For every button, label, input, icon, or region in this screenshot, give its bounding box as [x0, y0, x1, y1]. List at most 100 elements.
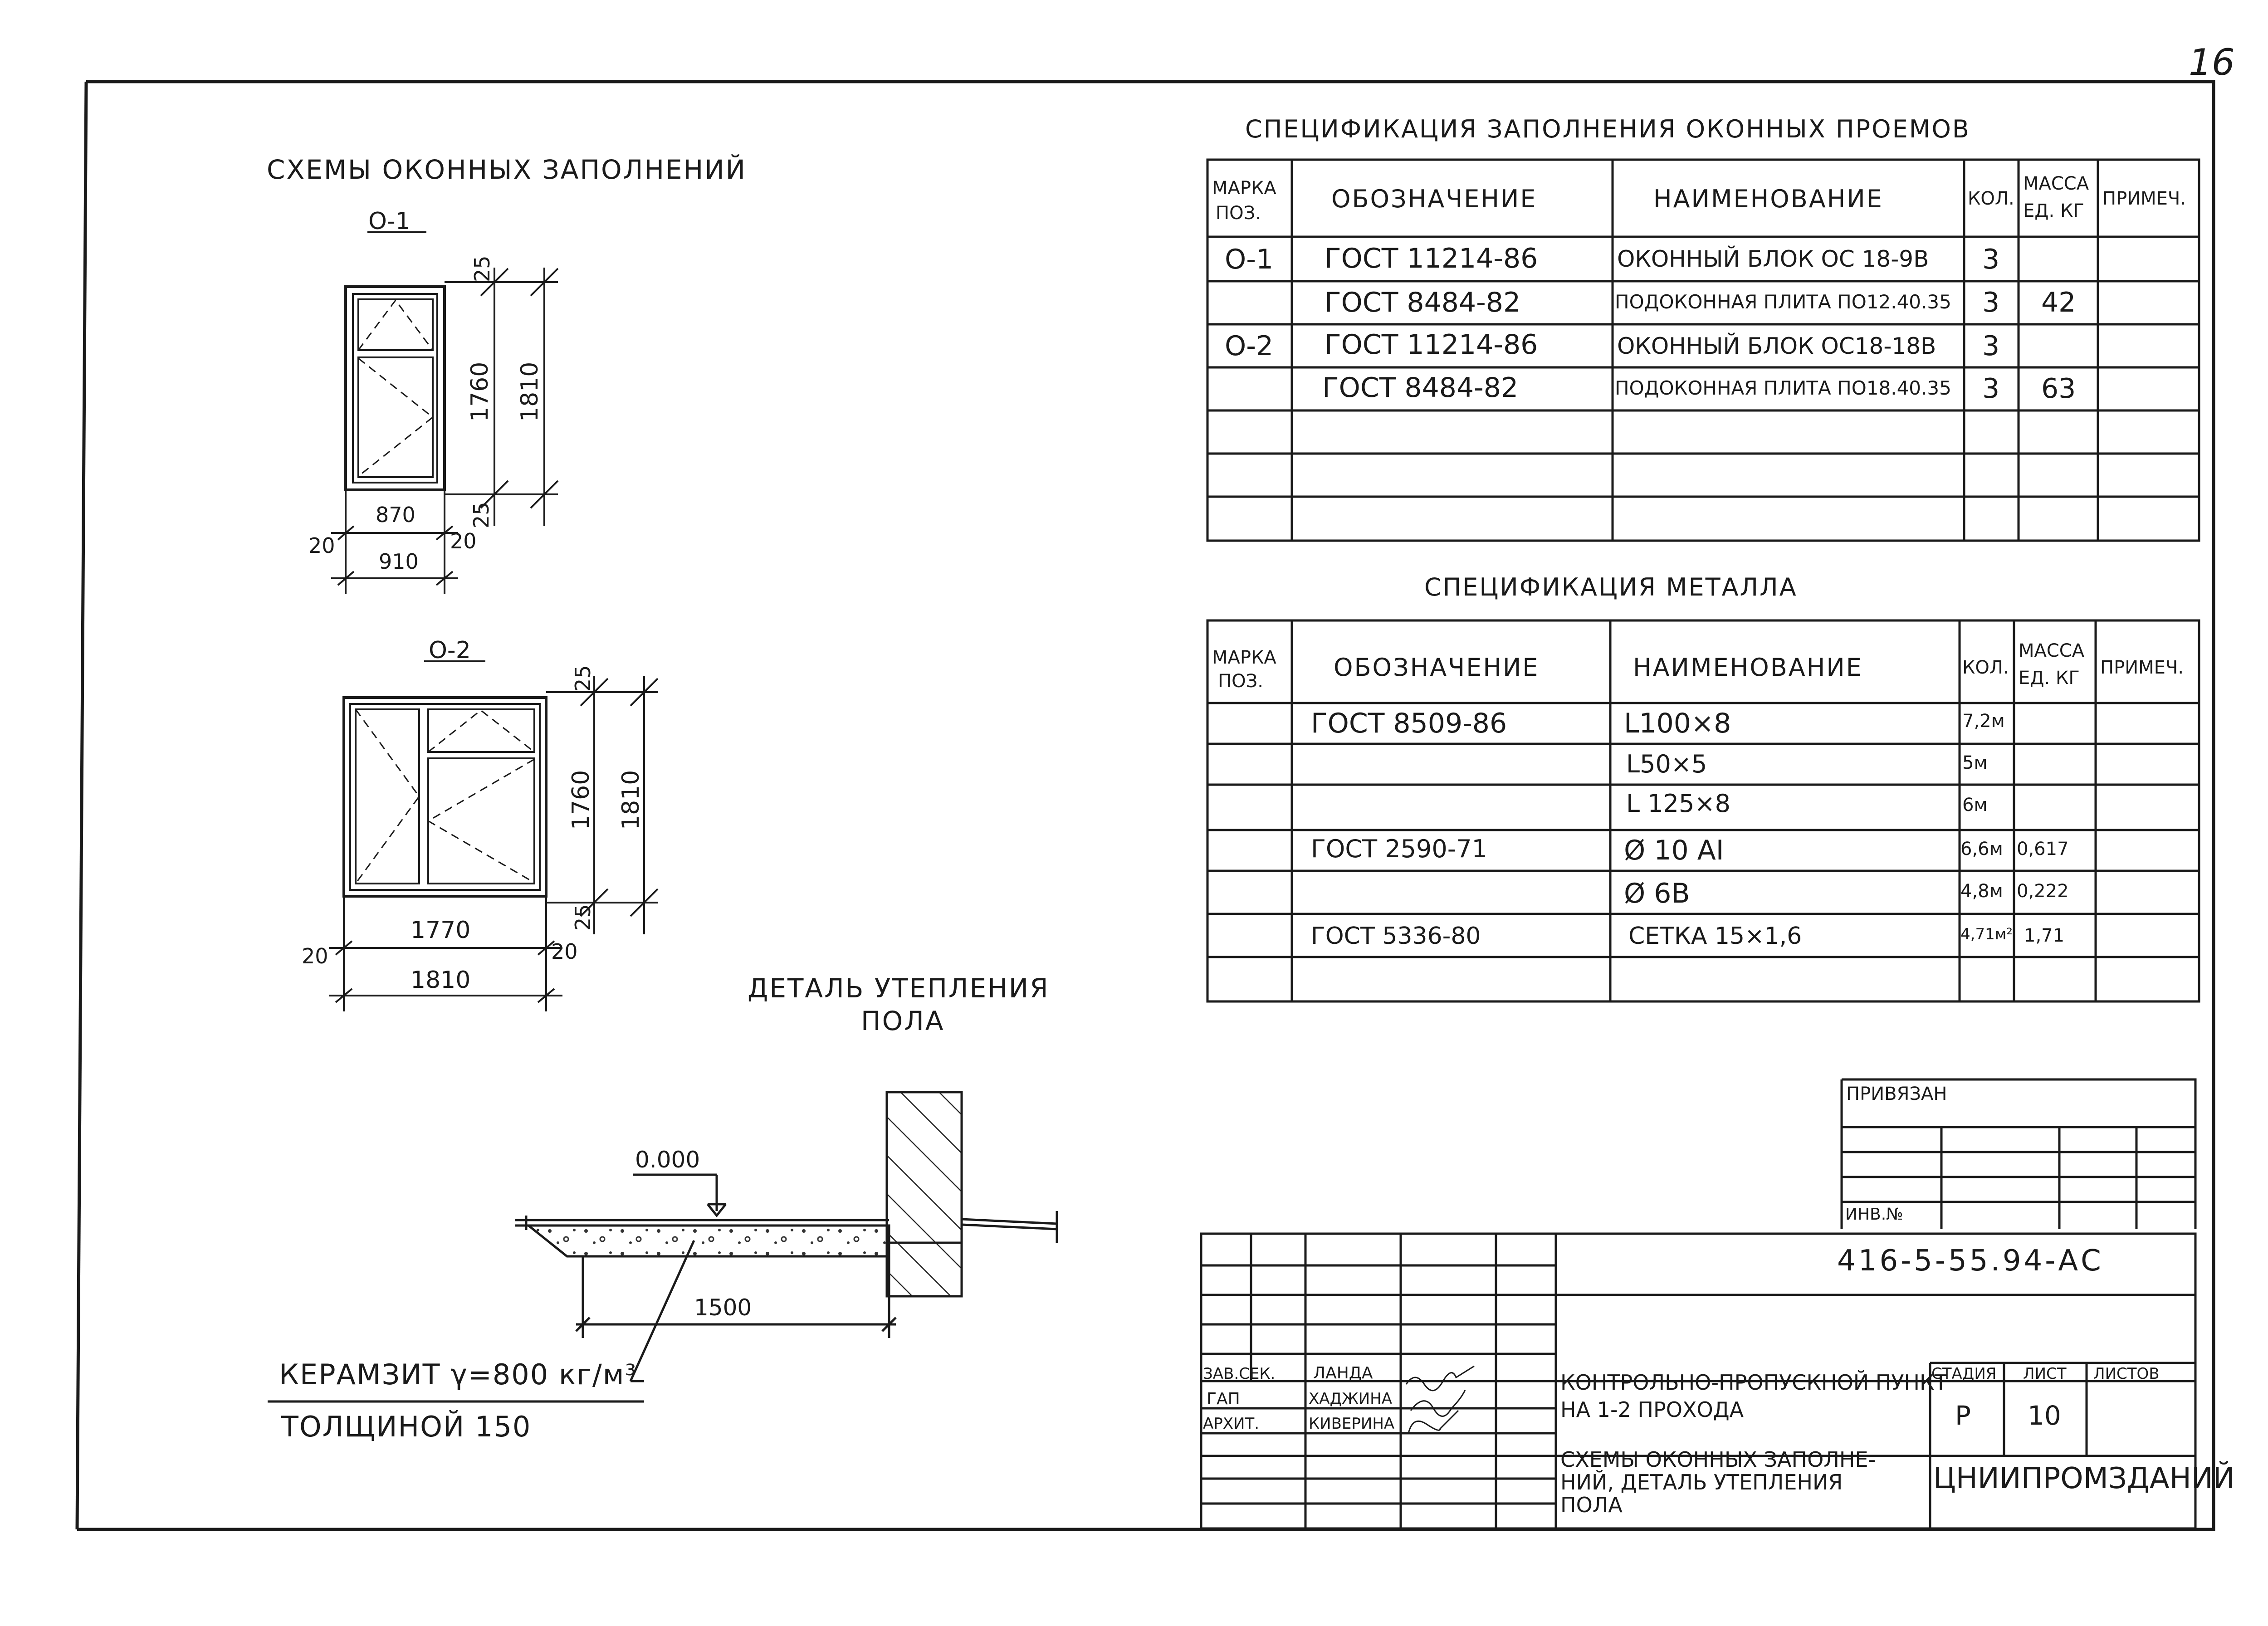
stamp-drawing-1: СХЕМЫ ОКОННЫХ ЗАПОЛНЕ-	[1560, 1447, 1876, 1472]
ws-h-note: ПРИМЕЧ.	[2102, 188, 2186, 209]
ms-r5-mass: 1,71	[2024, 925, 2065, 946]
stamp-sheet-label: ЛИСТ	[2023, 1365, 2067, 1383]
ws-r2-mark: О-2	[1225, 330, 1274, 362]
ws-r0-name: ОКОННЫЙ БЛОК ОС 18-9В	[1617, 246, 1929, 272]
stamp-project-2: НА 1-2 ПРОХОДА	[1560, 1397, 1744, 1422]
ws-r2-designation: ГОСТ 11214-86	[1325, 329, 1538, 361]
ws-h-mass2: ЕД. КГ	[2023, 200, 2084, 221]
ws-h-mark2: ПОЗ.	[1216, 203, 1261, 224]
page-number: 16	[2189, 41, 2235, 83]
stamp-stage-label: СТАДИЯ	[1931, 1365, 1997, 1383]
o2-inner-width: 1770	[411, 917, 471, 944]
ms-h-name: НАИМЕНОВАНИЕ	[1633, 653, 1863, 682]
ws-r1-qty: 3	[1982, 287, 2000, 318]
stamp-org: ЦНИИПРОМЗДАНИЙ	[1933, 1462, 2235, 1495]
ms-h-mark2: ПОЗ.	[1218, 671, 1263, 692]
ws-r1-designation: ГОСТ 8484-82	[1325, 287, 1521, 318]
ws-h-mark1: МАРКА	[1212, 178, 1276, 199]
ms-r2-qty: 6м	[1962, 795, 1988, 815]
ms-h-note: ПРИМЕЧ.	[2100, 657, 2184, 678]
o2-label: О-2	[429, 637, 471, 664]
ms-r3-qty: 6,6м	[1960, 839, 2003, 859]
ms-r1-name: L50×5	[1626, 750, 1707, 778]
stamp-name-1: ХАДЖИНА	[1309, 1390, 1392, 1408]
stamp-project-1: КОНТРОЛЬНО-ПРОПУСКНОЙ ПУНКТ	[1560, 1370, 1947, 1395]
ws-r1-mass: 42	[2041, 287, 2076, 318]
ws-r3-mass: 63	[2041, 373, 2076, 405]
stamp-stage: Р	[1955, 1400, 1971, 1431]
ws-h-designation: ОБОЗНАЧЕНИЕ	[1331, 185, 1537, 213]
o1-outer-width: 910	[379, 549, 419, 574]
stamp-name-0: ЛАНДА	[1313, 1364, 1373, 1382]
stamp-drawing-2: НИЙ, ДЕТАЛЬ УТЕПЛЕНИЯ	[1560, 1470, 1843, 1494]
sheet-frame	[77, 80, 2215, 1531]
stamp-code: 416-5-55.94-АС	[1837, 1244, 2104, 1278]
ms-r3-designation: ГОСТ 2590-71	[1311, 835, 1487, 863]
ms-r3-name: Ø 10 АI	[1624, 835, 1724, 866]
ws-h-qty: КОЛ.	[1968, 188, 2014, 209]
ms-r5-name: СЕТКА 15×1,6	[1628, 923, 1802, 950]
ms-r4-mass: 0,222	[2017, 881, 2069, 902]
o1-side-right: 20	[450, 529, 477, 553]
ms-r5-qty: 4,71м²	[1960, 925, 2013, 943]
o2-side-right: 20	[551, 939, 578, 964]
stamp-drawing-3: ПОЛА	[1560, 1493, 1623, 1517]
ms-r0-qty: 7,2м	[1962, 711, 2005, 732]
floor-material-2: ТОЛЩИНОЙ 150	[281, 1410, 532, 1443]
ms-r4-name: Ø 6В	[1624, 878, 1690, 909]
ws-r2-name: ОКОННЫЙ БЛОК ОС18-18В	[1617, 333, 1936, 359]
ms-h-designation: ОБОЗНАЧЕНИЕ	[1334, 653, 1540, 682]
ms-r0-designation: ГОСТ 8509-86	[1311, 708, 1507, 739]
floor-width: 1500	[694, 1294, 752, 1321]
o2-gap-bottom: 25	[571, 904, 595, 931]
ms-r1-qty: 5м	[1962, 752, 1988, 773]
ws-r3-name: ПОДОКОННАЯ ПЛИТА ПО18.40.35	[1615, 377, 1951, 399]
ms-r3-mass: 0,617	[2017, 839, 2069, 859]
floor-level: 0.000	[635, 1147, 700, 1173]
ws-r0-designation: ГОСТ 11214-86	[1325, 243, 1538, 274]
o2-gap-top: 25	[571, 665, 595, 692]
o1-inner-height: 1760	[466, 361, 494, 422]
ms-r0-name: L100×8	[1624, 708, 1731, 739]
stamp-bound: ПРИВЯЗАН	[1846, 1084, 1947, 1104]
floor-material-1: КЕРАМЗИТ γ=800 кг/м³	[279, 1358, 637, 1391]
o1-side-left: 20	[308, 533, 335, 558]
o2-outer-width: 1810	[411, 967, 471, 994]
stamp-sheet: 10	[2028, 1400, 2061, 1431]
stamp-role-1: ГАП	[1207, 1390, 1240, 1408]
o1-outer-height: 1810	[516, 361, 543, 422]
ms-h-qty: КОЛ.	[1962, 657, 2009, 678]
ms-h-mark1: МАРКА	[1212, 647, 1276, 668]
ws-r1-name: ПОДОКОННАЯ ПЛИТА ПО12.40.35	[1615, 291, 1951, 313]
o1-gap-top: 25	[470, 255, 494, 282]
ms-h-mass2: ЕД. КГ	[2019, 668, 2080, 688]
ws-r0-mark: О-1	[1225, 244, 1274, 275]
ms-h-mass1: МАССА	[2019, 640, 2085, 661]
o1-label: О-1	[368, 208, 411, 235]
stamp-inv: ИНВ.№	[1845, 1205, 1903, 1224]
ms-r5-designation: ГОСТ 5336-80	[1311, 923, 1481, 950]
o2-side-left: 20	[302, 944, 328, 968]
stamp-role-2: АРХИТ.	[1203, 1415, 1260, 1433]
stamp-role-0: ЗАВ.СЕК.	[1203, 1365, 1276, 1383]
ws-h-mass1: МАССА	[2023, 173, 2089, 194]
ms-r4-qty: 4,8м	[1960, 881, 2003, 902]
ws-r3-designation: ГОСТ 8484-82	[1322, 372, 1519, 404]
stamp-sheets-label: ЛИСТОВ	[2093, 1365, 2160, 1383]
ws-r3-qty: 3	[1982, 373, 2000, 405]
o1-inner-width: 870	[376, 503, 415, 527]
window-spec-title: СПЕЦИФИКАЦИЯ ЗАПОЛНЕНИЯ ОКОННЫХ ПРОЕМОВ	[1245, 115, 1970, 143]
ws-r2-qty: 3	[1982, 330, 2000, 362]
window-schemes-title: СХЕМЫ ОКОННЫХ ЗАПОЛНЕНИЙ	[267, 154, 747, 185]
stamp-name-2: КИВЕРИНА	[1309, 1415, 1395, 1433]
ws-r0-qty: 3	[1982, 244, 2000, 275]
floor-detail-title-1: ДЕТАЛЬ УТЕПЛЕНИЯ	[748, 973, 1050, 1004]
ms-r2-name: L 125×8	[1626, 789, 1730, 818]
o2-inner-height: 1760	[567, 770, 595, 830]
floor-detail-title-2: ПОЛА	[861, 1006, 945, 1036]
ws-h-name: НАИМЕНОВАНИЕ	[1653, 185, 1883, 213]
metal-spec-title: СПЕЦИФИКАЦИЯ МЕТАЛЛА	[1424, 573, 1798, 601]
o1-gap-bottom: 25	[469, 502, 494, 528]
o2-outer-height: 1810	[617, 770, 645, 830]
